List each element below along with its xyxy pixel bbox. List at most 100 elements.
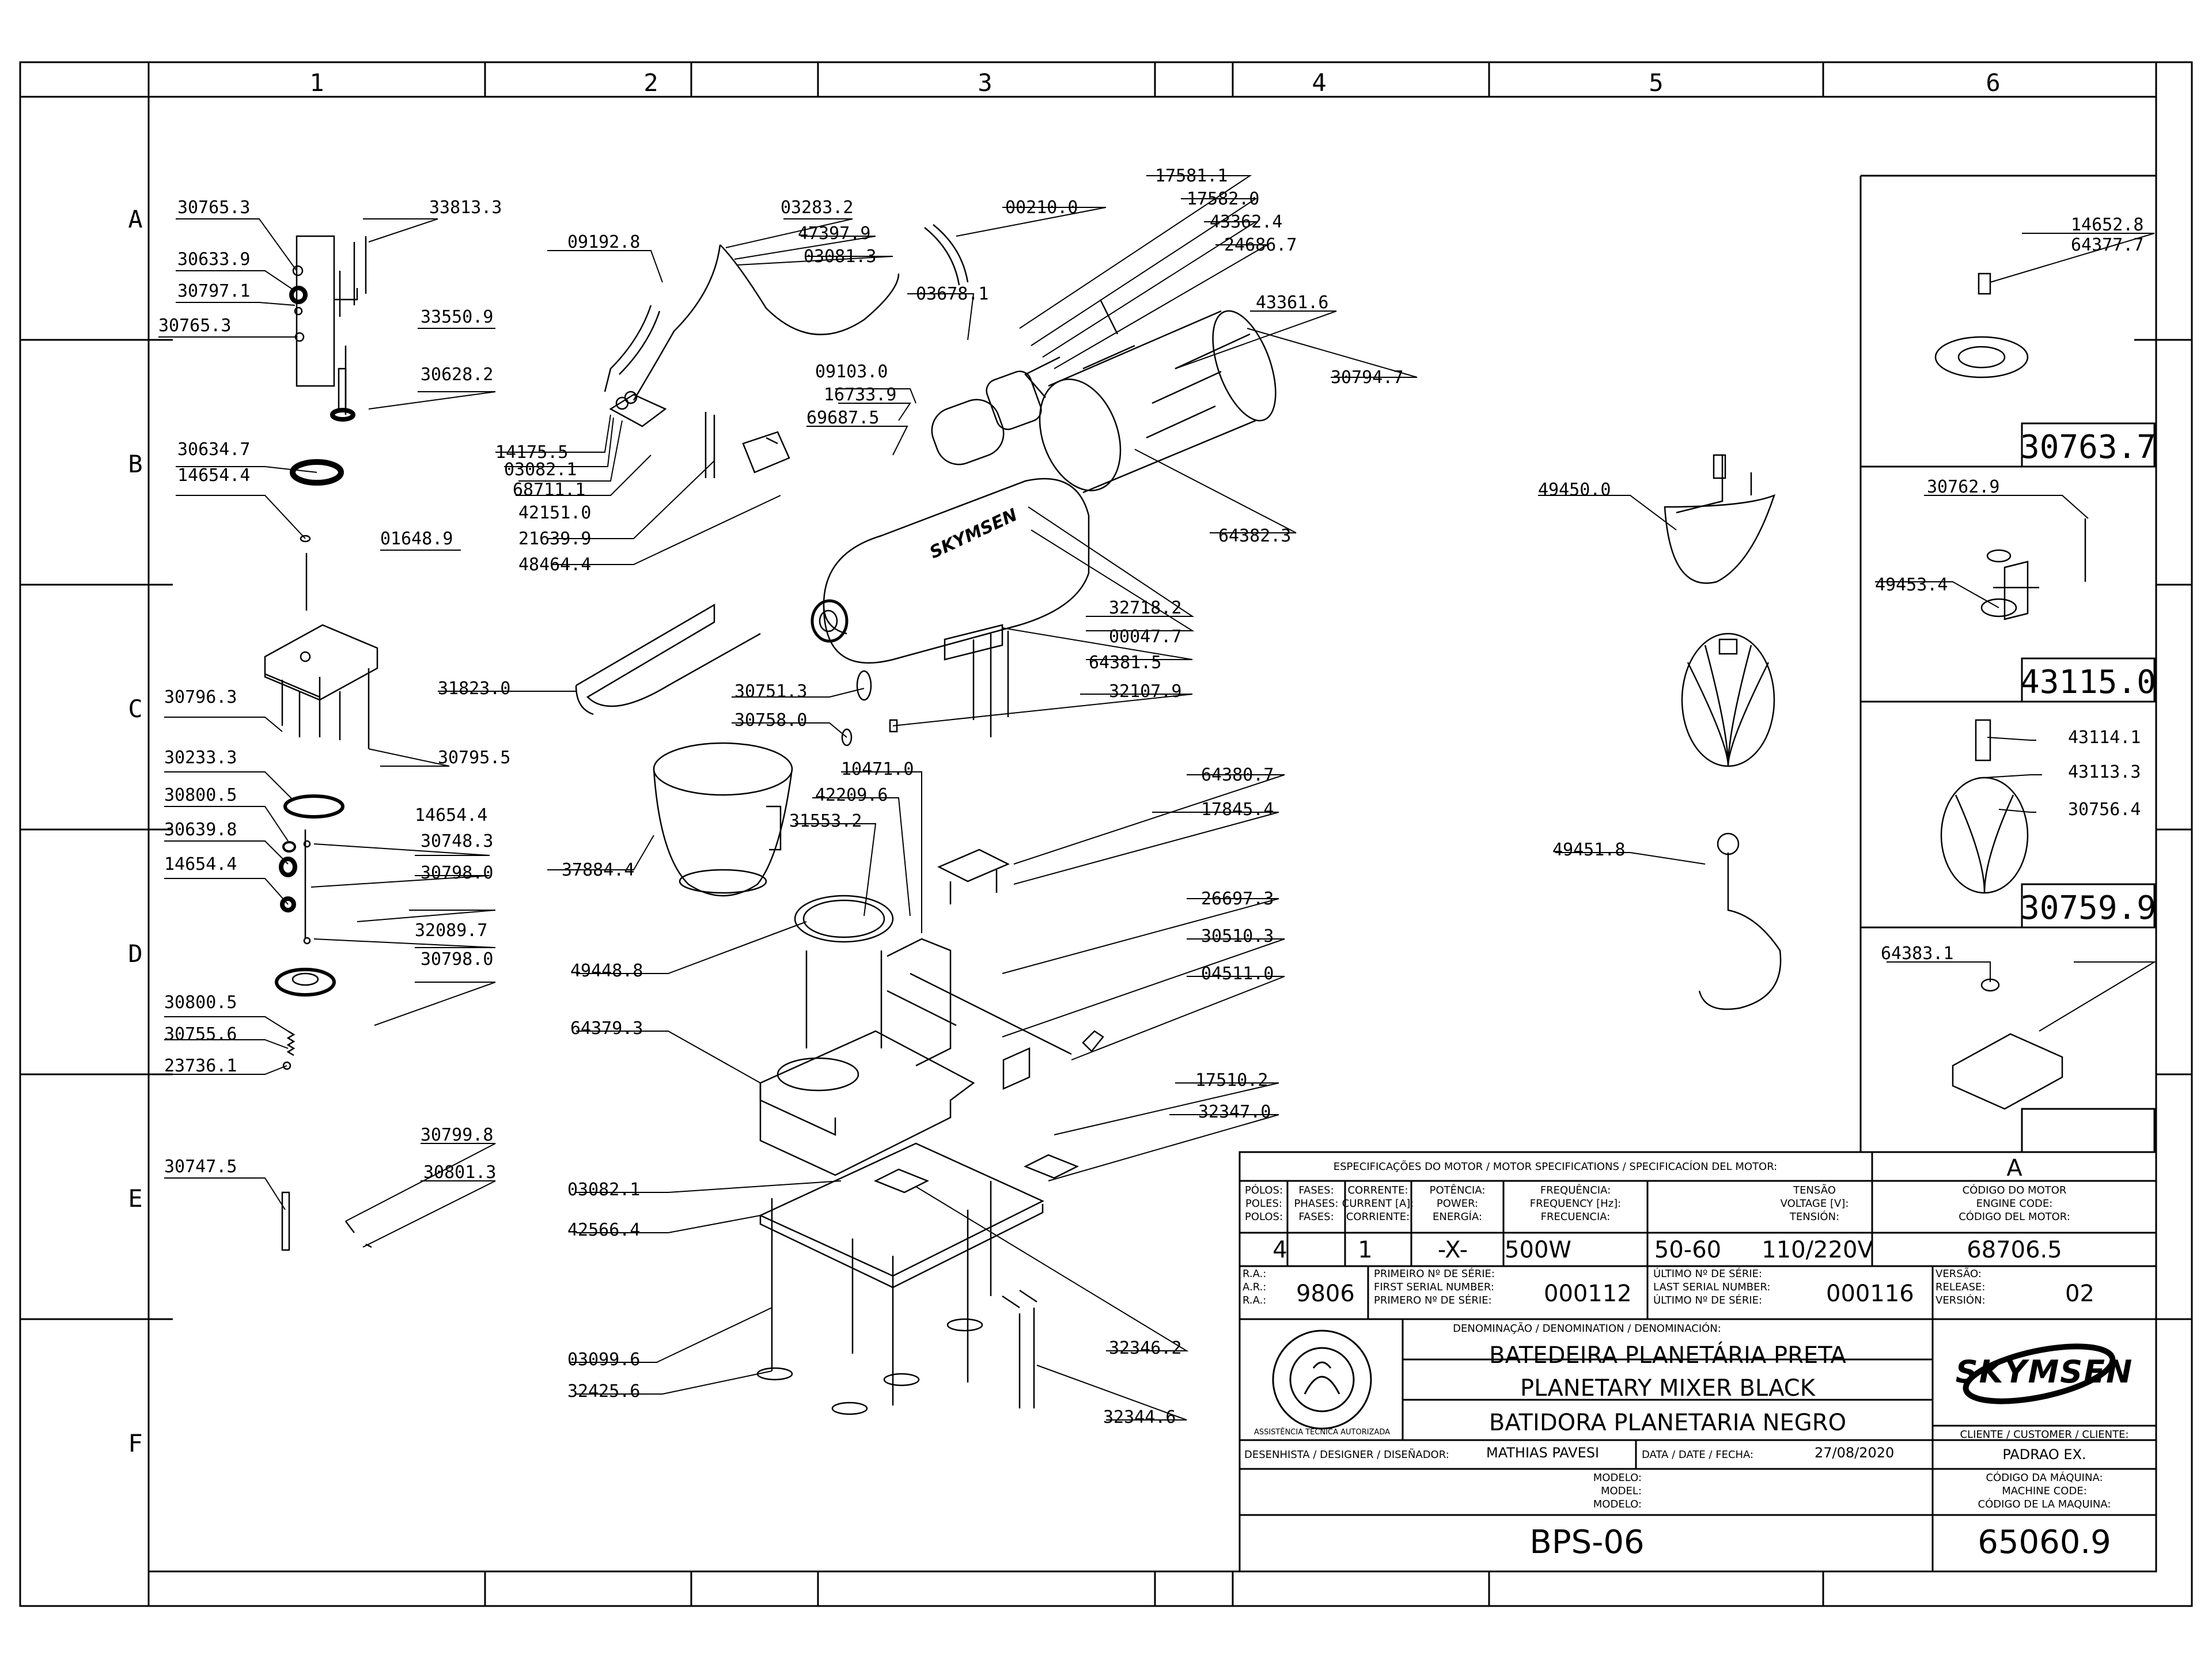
part-label: 23736.1 <box>164 1056 237 1076</box>
grid-row-label: D <box>128 940 142 968</box>
part-label: 30634.7 <box>177 440 250 460</box>
detail-part-label: 30759.9 <box>2020 889 2156 927</box>
part-label: 30639.8 <box>164 820 237 840</box>
part-label: 30758.0 <box>734 710 807 730</box>
voltage-value: 110/220V <box>1762 1237 1873 1263</box>
part-label: 21639.9 <box>518 529 591 549</box>
part-callouts: 30765.3 33813.3 30633.9 30797.1 30765.3 … <box>158 166 2143 1427</box>
part-label: 31553.2 <box>789 811 862 831</box>
part-label: 00047.7 <box>1109 627 1181 647</box>
last-serial-value: 000116 <box>1826 1281 1914 1307</box>
voltage-label-es: TENSIÓN: <box>1789 1211 1840 1223</box>
grid-col-label: 2 <box>643 69 658 97</box>
part-label: 64383.1 <box>1881 944 1953 964</box>
part-label: 14654.4 <box>164 854 237 874</box>
part-label: 03678.1 <box>916 284 988 304</box>
part-label: 43361.6 <box>1256 293 1328 313</box>
grid-col-label: 4 <box>1312 69 1326 97</box>
poles-value: 4 <box>1272 1237 1287 1263</box>
current-label-es: CORRIENTE: <box>1346 1211 1410 1223</box>
part-label: 01648.9 <box>380 529 453 549</box>
part-label: 30797.1 <box>177 281 250 301</box>
part-label: 48464.4 <box>518 555 591 575</box>
side-cover-drawing <box>575 603 761 715</box>
part-label: 30510.3 <box>1201 926 1274 946</box>
part-label: 42209.6 <box>815 785 888 805</box>
part-label: 33813.3 <box>429 198 502 218</box>
part-label: 30628.2 <box>421 365 493 385</box>
motor-and-wiring-drawing <box>604 224 1277 494</box>
part-label: 32089.7 <box>415 921 487 941</box>
dough-hook-drawing <box>1698 832 1782 1010</box>
detail-boxes <box>1859 175 2156 1153</box>
part-label: 30798.0 <box>421 949 493 969</box>
part-label: 17582.0 <box>1187 189 1259 209</box>
part-label: 32344.6 <box>1103 1407 1176 1427</box>
release-label-es: VERSIÓN: <box>1936 1294 1986 1306</box>
part-label: 17510.2 <box>1195 1070 1268 1090</box>
planetary-gear-assembly-drawing <box>264 235 378 1251</box>
part-label: 37884.4 <box>562 860 634 880</box>
power-label-pt: POTÊNCIA: <box>1429 1184 1486 1196</box>
part-label: 30800.5 <box>164 993 237 1013</box>
part-label: 30801.3 <box>423 1162 496 1183</box>
release-value: 02 <box>2065 1281 2094 1307</box>
part-label: 03283.2 <box>781 198 853 218</box>
grid-col-label: 1 <box>309 69 324 97</box>
freq-label-pt: FREQUÊNCIA: <box>1540 1184 1611 1196</box>
power-label-en: POWER: <box>1436 1198 1479 1210</box>
part-label: 30765.3 <box>158 316 231 336</box>
part-label: 32425.6 <box>567 1381 640 1402</box>
sheet-frame <box>19 61 2193 1607</box>
part-label: 14175.5 <box>495 442 568 463</box>
part-label: 64382.3 <box>1218 526 1291 546</box>
model-value: BPS-06 <box>1529 1524 1645 1561</box>
model-label-en: MODEL: <box>1600 1485 1642 1497</box>
part-label: 30233.3 <box>164 748 237 768</box>
phases-label-en: PHASES: <box>1294 1198 1339 1210</box>
part-label: 03082.1 <box>567 1180 640 1200</box>
part-label: 03099.6 <box>567 1350 640 1370</box>
part-label: 68711.1 <box>513 480 585 500</box>
mixer-head-drawing: SKYMSEN <box>810 478 1090 747</box>
current-label-en: CURRENT [A]: <box>1342 1198 1414 1210</box>
grid-row-label: B <box>128 450 142 478</box>
first-serial-label-es: PRIMERO Nº DE SÉRIE: <box>1374 1294 1492 1306</box>
base-column-drawing <box>759 849 1104 1176</box>
title-block-lines <box>1238 1151 2157 1573</box>
grid-row-label: C <box>128 695 142 723</box>
wire-whip-drawing <box>1681 632 1775 767</box>
part-label: 42566.4 <box>567 1220 640 1240</box>
part-label: 31823.0 <box>438 679 510 699</box>
part-label: 30762.9 <box>1927 477 1999 497</box>
engine-code-label-en: ENGINE CODE: <box>1976 1198 2053 1210</box>
last-serial-label-en: LAST SERIAL NUMBER: <box>1653 1281 1771 1293</box>
part-label: 64381.5 <box>1089 653 1161 673</box>
version-letter: A <box>2006 1155 2022 1181</box>
detail-64377-drawing <box>1934 272 2029 378</box>
phases-value: 1 <box>1358 1237 1373 1263</box>
ra-label-3: R.A.: <box>1243 1294 1267 1306</box>
customer-value: PADRAO EX. <box>2002 1446 2086 1463</box>
engine-code-label-es: CÓDIGO DEL MOTOR: <box>1959 1211 2070 1223</box>
release-label-en: RELEASE: <box>1936 1281 1986 1293</box>
part-label: 47397.9 <box>798 224 870 244</box>
grid-column-labels: 1 2 3 4 5 6 <box>309 69 2000 97</box>
last-serial-label-es: ÚLTIMO Nº DE SÉRIE: <box>1653 1294 1763 1306</box>
part-label: 26697.3 <box>1201 889 1274 909</box>
poles-label-en: POLES: <box>1245 1198 1282 1210</box>
last-serial-label-pt: ÚLTIMO Nº DE SÉRIE: <box>1653 1268 1763 1280</box>
part-label: 30748.3 <box>421 831 493 851</box>
date-label: DATA / DATE / FECHA: <box>1642 1449 1754 1461</box>
exploded-illustrations: SKYMSEN <box>264 224 2086 1415</box>
bowl-drawing <box>653 742 793 897</box>
date-value: 27/08/2020 <box>1815 1445 1895 1461</box>
part-label: 32718.2 <box>1109 598 1181 618</box>
part-label: 17845.4 <box>1201 800 1274 820</box>
part-label: 32346.2 <box>1109 1338 1181 1358</box>
part-label: 49453.4 <box>1875 575 1948 595</box>
customer-label: CLIENTE / CUSTOMER / CLIENTE: <box>1960 1429 2129 1441</box>
part-label: 14652.8 <box>2071 215 2143 235</box>
part-label: 43114.1 <box>2068 728 2141 748</box>
machine-code-value: 65060.9 <box>1978 1524 2111 1561</box>
